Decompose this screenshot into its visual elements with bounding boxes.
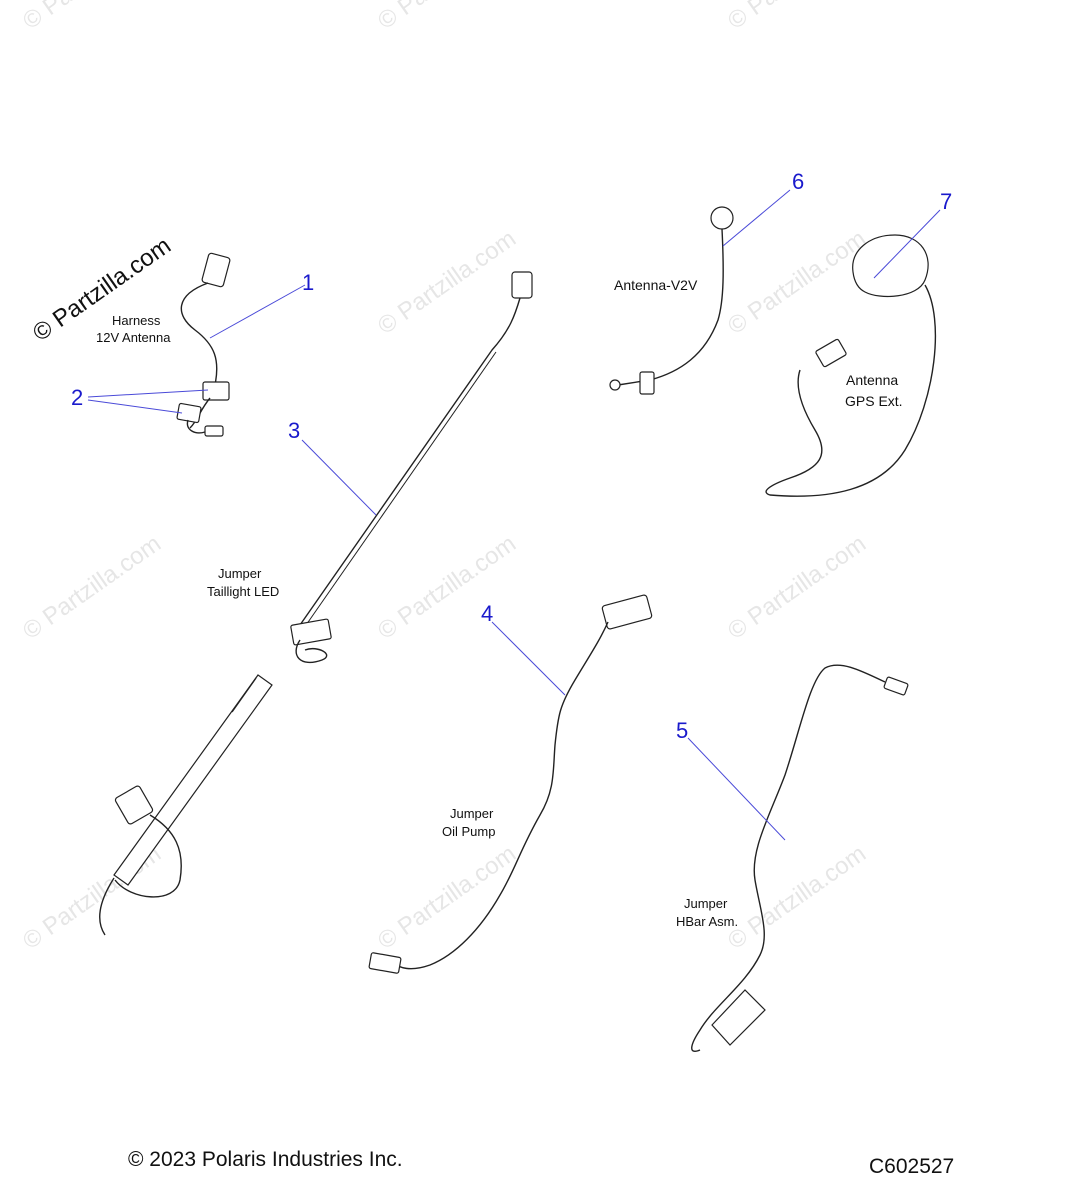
watermark: © Partzilla.com xyxy=(373,530,521,645)
part-6-label: Antenna-V2V xyxy=(614,277,698,293)
part-3-label-line-1: Jumper xyxy=(218,566,262,581)
leader-line-1 xyxy=(209,284,306,339)
callout-4: 4 xyxy=(481,601,493,626)
leader-line-7 xyxy=(873,209,941,279)
leader-line-2b xyxy=(87,399,183,414)
part-1-harness-drawing xyxy=(176,252,231,437)
watermark: © Partzilla.com xyxy=(373,0,521,35)
diagram-id: C602527 xyxy=(869,1155,955,1178)
part-1-label-line-2: 12V Antenna xyxy=(96,330,171,345)
part-3-label-line-2: Taillight LED xyxy=(207,584,279,599)
callout-7: 7 xyxy=(940,189,952,214)
part-1-label-line-1: Harness xyxy=(112,313,161,328)
part-7-label-line-2: GPS Ext. xyxy=(845,393,903,409)
leader-line-4 xyxy=(491,621,566,696)
watermark: © Partzilla.com xyxy=(18,530,166,645)
watermark: © Partzilla.com xyxy=(723,225,871,340)
copyright-text: © 2023 Polaris Industries Inc. xyxy=(128,1148,403,1171)
leader-line-2a xyxy=(87,389,209,398)
part-4-label-line-1: Jumper xyxy=(450,806,494,821)
watermark: © Partzilla.com xyxy=(18,0,166,35)
watermark: © Partzilla.com xyxy=(723,0,871,35)
callout-1: 1 xyxy=(302,270,314,295)
leader-line-6 xyxy=(722,189,791,247)
part-7-antenna-drawing xyxy=(765,234,937,497)
leader-line-3 xyxy=(301,439,377,516)
part-3-jumper-drawing xyxy=(99,271,533,936)
callout-6: 6 xyxy=(792,169,804,194)
leader-line-5 xyxy=(687,737,786,841)
callout-2: 2 xyxy=(71,385,83,410)
part-5-label-line-2: HBar Asm. xyxy=(676,914,738,929)
watermark: © Partzilla.com xyxy=(373,225,521,340)
callout-3: 3 xyxy=(288,418,300,443)
watermark: © Partzilla.com xyxy=(723,840,871,955)
part-6-antenna-drawing xyxy=(609,206,734,395)
part-5-jumper-drawing xyxy=(691,664,909,1052)
watermark: © Partzilla.com xyxy=(723,530,871,645)
part-5-label-line-1: Jumper xyxy=(684,896,728,911)
part-7-label-line-1: Antenna xyxy=(846,372,898,388)
part-4-label-line-2: Oil Pump xyxy=(442,824,495,839)
part-4-jumper-drawing xyxy=(368,594,653,974)
callout-5: 5 xyxy=(676,718,688,743)
